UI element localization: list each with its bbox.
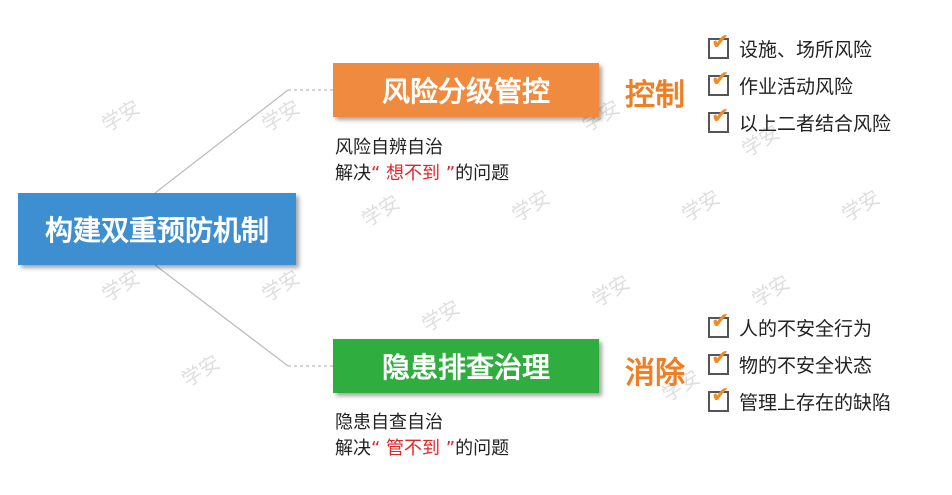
connector-line-bottom: [154, 264, 289, 367]
checkbox-checked-icon: [708, 383, 729, 412]
checklist-item-label: 管理上存在的缺陷: [739, 392, 892, 414]
checklist-item-label: 设施、场所风险: [739, 39, 873, 61]
root-label: 构建双重预防机制: [44, 214, 269, 247]
branch-action-control: 控制: [625, 78, 685, 113]
description-prefix: 解决: [335, 438, 371, 459]
description-line-1: 隐患自查自治: [335, 412, 443, 433]
checkbox-checked-icon: [708, 30, 729, 59]
checklist-risk: 设施、场所风险 作业活动风险 以上二者结合风险: [708, 30, 891, 141]
description-quote: “ 想不到 ”: [371, 163, 456, 184]
root-node: 构建双重预防机制: [18, 193, 296, 265]
checkbox-checked-icon: [708, 309, 729, 338]
branch-node-hazard-management: 隐患排查治理: [333, 339, 599, 393]
checkbox-checked-icon: [708, 346, 729, 375]
checklist-item-label: 物的不安全状态: [739, 355, 873, 377]
branch-description: 风险自辨自治 解决“ 想不到 ”的问题: [335, 135, 509, 187]
checklist-item: 管理上存在的缺陷: [708, 383, 891, 420]
description-line-2: 解决“ 想不到 ”的问题: [335, 161, 509, 187]
checklist-item: 人的不安全行为: [708, 309, 891, 346]
connector-line-top: [154, 89, 289, 194]
checklist-item: 物的不安全状态: [708, 346, 891, 383]
branch-description: 隐患自查自治 解决“ 管不到 ”的问题: [335, 410, 509, 462]
description-line-1: 风险自辨自治: [335, 137, 443, 158]
branch-action-eliminate: 消除: [625, 356, 685, 391]
description-line-2: 解决“ 管不到 ”的问题: [335, 436, 509, 462]
description-suffix: 的问题: [455, 438, 510, 459]
branch-label: 风险分级管控: [381, 75, 550, 108]
checklist-item-label: 人的不安全行为: [739, 318, 873, 340]
description-prefix: 解决: [335, 163, 371, 184]
checkbox-checked-icon: [708, 104, 729, 133]
checkbox-checked-icon: [708, 67, 729, 96]
description-quote: “ 管不到 ”: [371, 438, 456, 459]
checklist-item: 以上二者结合风险: [708, 104, 891, 141]
checklist-item-label: 作业活动风险: [739, 76, 854, 98]
branch-label: 隐患排查治理: [381, 351, 550, 384]
checklist-item: 设施、场所风险: [708, 30, 891, 67]
description-suffix: 的问题: [455, 163, 510, 184]
checklist-item-label: 以上二者结合风险: [739, 113, 892, 135]
branch-node-risk-control: 风险分级管控: [333, 63, 599, 117]
checklist-hazard: 人的不安全行为 物的不安全状态 管理上存在的缺陷: [708, 309, 891, 420]
checklist-item: 作业活动风险: [708, 67, 891, 104]
